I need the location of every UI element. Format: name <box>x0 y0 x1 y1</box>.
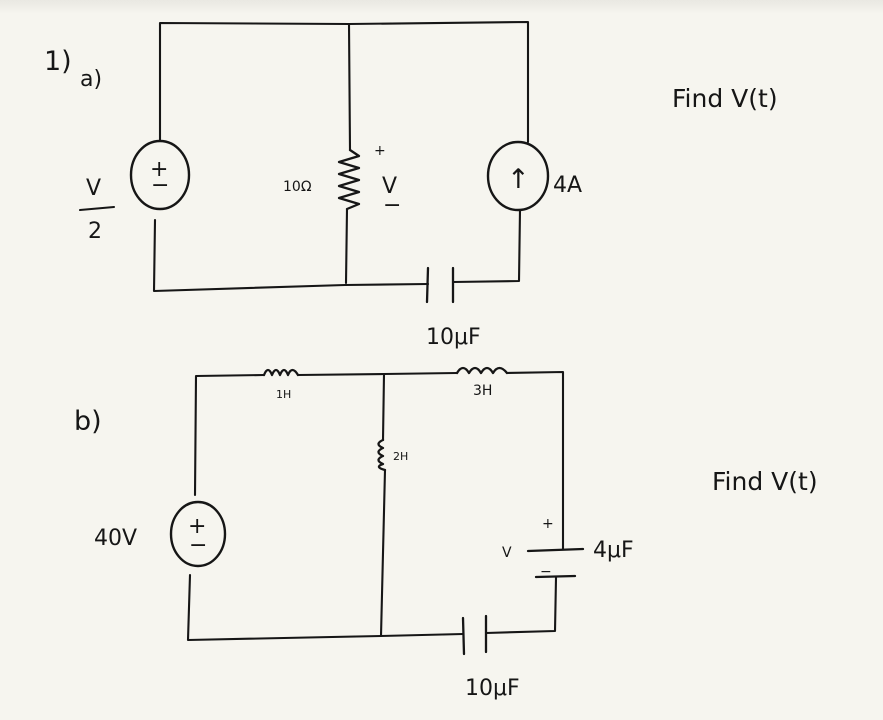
inductor-2h-coil <box>377 438 387 472</box>
fraction-bar <box>78 205 116 212</box>
dependent-source-minus: − <box>151 173 169 198</box>
current-source: ↑ <box>486 140 550 212</box>
window-top-bar <box>0 0 883 14</box>
capacitor-4uf-v-label: V <box>502 545 512 561</box>
inductor-3h-label: 3H <box>473 383 492 399</box>
circuit-a-middle-branch-top <box>347 22 352 152</box>
capacitor-a-label: 10μF <box>426 325 481 350</box>
resistor-label: 10Ω <box>283 179 312 195</box>
part-a-task: Find V(t) <box>672 84 778 113</box>
circuit-b-middle-branch <box>379 372 387 638</box>
capacitor-4uf-leads <box>554 493 565 580</box>
part-b-task: Find V(t) <box>712 467 818 496</box>
circuit-a: a) + − V 2 10Ω + V − ↑ 4A 10μF Find <box>78 20 778 350</box>
circuit-b-top-left-wire <box>193 373 266 497</box>
dependent-source-ring <box>129 139 191 211</box>
inductor-3h-coil <box>455 366 509 375</box>
circuit-b: b) 1H 3H 2H + − 40V + − V 4μF 10μ <box>74 366 818 701</box>
circuit-a-middle-branch-bottom <box>344 207 349 285</box>
capacitor-4uf-plus: + <box>542 516 554 532</box>
inductor-1h-coil <box>262 368 300 377</box>
voltage-source-minus: − <box>189 533 207 558</box>
current-source-ring <box>486 140 550 212</box>
circuit-a-bottom-wire-left <box>152 218 430 293</box>
dependent-source-plus: + <box>150 157 168 182</box>
resistor-plus-sign: + <box>374 143 386 159</box>
capacitor-4uf-label: 4μF <box>593 538 634 563</box>
dependent-source-numerator: V <box>86 176 101 201</box>
dependent-source-denominator: 2 <box>88 219 102 244</box>
voltage-source-ring <box>169 500 227 568</box>
circuit-b-bottom-wire-right <box>484 576 558 635</box>
circuit-b-bottom-wire-left <box>186 573 465 642</box>
voltage-source-40v: + − <box>169 500 227 568</box>
inductor-1h-label: 1H <box>276 388 291 401</box>
voltage-source-plus: + <box>188 514 206 539</box>
capacitor-4uf-minus: − <box>540 564 552 580</box>
current-source-arrow-icon: ↑ <box>507 164 530 195</box>
circuit-b-top-right-wire <box>505 370 565 497</box>
circuit-a-bottom-wire-right <box>451 208 522 284</box>
voltage-source-label: 40V <box>94 526 137 551</box>
problem-number: 1) <box>44 46 72 77</box>
resistor-minus-sign: − <box>383 193 401 218</box>
capacitor-10uf-label: 10μF <box>465 676 520 701</box>
capacitor-4uf-top-plate <box>526 547 585 553</box>
resistor-zigzag <box>337 148 361 211</box>
inductor-2h-label: 2H <box>393 450 408 463</box>
capacitor-10uf-left-plate <box>461 616 466 656</box>
resistor-v-label: V <box>382 174 397 199</box>
current-source-label: 4A <box>553 173 582 198</box>
circuit-a-top-wire <box>158 20 530 144</box>
circuit-b-top-mid-wire <box>296 371 459 377</box>
capacitor-a-left-plate <box>425 266 430 304</box>
dependent-voltage-source: + − <box>129 139 191 211</box>
part-a-label: a) <box>80 67 102 92</box>
part-b-label: b) <box>74 406 102 437</box>
